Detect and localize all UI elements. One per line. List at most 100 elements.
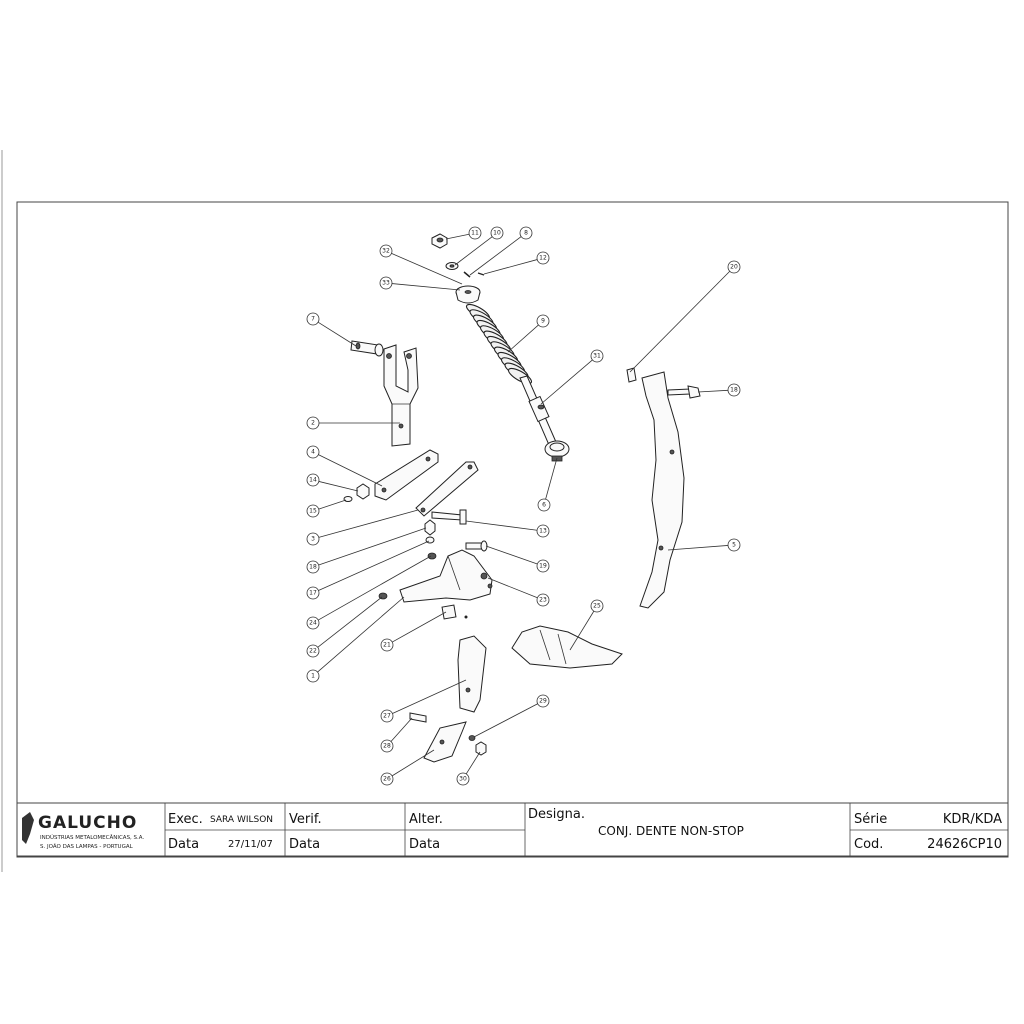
part-4-plate (374, 449, 439, 501)
balloon-circle (306, 644, 320, 658)
balloon-number: 6 (542, 502, 546, 509)
balloon-circle (380, 638, 394, 652)
balloon-circle (306, 504, 320, 518)
part-21-clip (441, 604, 468, 620)
part-25-share (511, 625, 623, 669)
balloon-circle (379, 276, 393, 290)
part-11-nut (431, 233, 448, 249)
leader-line (318, 527, 427, 566)
leader-line (545, 457, 558, 500)
balloon-circle (306, 586, 320, 600)
leader-line (318, 499, 347, 510)
exec-label: Exec. (168, 812, 203, 827)
balloon-circle (306, 473, 320, 487)
part-18-right-bolt (667, 385, 701, 399)
leader-line (469, 236, 522, 276)
balloon-circle (536, 694, 550, 708)
balloon-number: 20 (730, 264, 738, 271)
leader-line (317, 596, 405, 673)
part-9-spring (465, 303, 533, 385)
leader-line (390, 717, 413, 742)
balloon-number: 10 (493, 230, 501, 237)
leader-line (318, 509, 419, 538)
balloon-number: 14 (309, 477, 317, 484)
leader-line (569, 610, 595, 651)
part-8-pin (463, 271, 471, 278)
part-14-nut (356, 483, 370, 500)
leader-line (445, 233, 470, 240)
part-27-point (457, 635, 487, 713)
balloon-number: 29 (539, 698, 547, 705)
exec-data-value: 27/11/07 (228, 839, 273, 850)
leader-line (317, 321, 357, 347)
balloon-circle (727, 538, 741, 552)
serie-label: Série (854, 812, 887, 827)
part-3-plate (415, 461, 479, 517)
balloon-circle (727, 260, 741, 274)
part-5-tine (639, 371, 685, 609)
leader-line (391, 253, 463, 285)
balloon-number: 30 (459, 776, 467, 783)
balloon-circle (490, 226, 504, 240)
part-18-nut (424, 519, 436, 536)
balloon-number: 5 (732, 542, 736, 549)
balloon-number: 17 (309, 590, 317, 597)
balloon-circle (306, 532, 320, 546)
part-12-pin (477, 272, 485, 276)
part-30-nut (475, 741, 487, 756)
leader-line (318, 540, 430, 591)
balloon-number: 18 (730, 387, 738, 394)
leader-line (391, 749, 435, 777)
balloon-circle (536, 251, 550, 265)
leader-line (540, 359, 593, 405)
leader-line (697, 389, 729, 393)
title-block: GALUCHO INDÚSTRIAS METALOMECÂNICAS, S.A.… (16, 802, 1009, 857)
balloon-circle (537, 498, 551, 512)
balloon-circle (536, 524, 550, 538)
part-20-clip (626, 367, 637, 383)
balloon-number: 25 (593, 603, 601, 610)
balloon-circle (306, 416, 320, 430)
balloon-number: 11 (471, 230, 479, 237)
balloon-circle (380, 709, 394, 723)
exploded-assembly (343, 233, 701, 763)
balloon-circle (456, 772, 470, 786)
balloon-number: 9 (541, 318, 545, 325)
leader-line (318, 454, 383, 487)
balloon-circle (306, 669, 320, 683)
balloon-circle (306, 616, 320, 630)
balloon-circle (306, 445, 320, 459)
part-6-rod-end (544, 440, 570, 462)
leader-line (507, 324, 539, 353)
part-2-fork-bracket (383, 344, 419, 447)
alter-label: Alter. (409, 812, 443, 827)
balloon-number: 3 (311, 536, 315, 543)
balloon-number: 2 (311, 420, 315, 427)
part-19-bolt (465, 540, 488, 552)
part-10-washer (445, 262, 459, 270)
balloon-circle (519, 226, 533, 240)
part-15-washer (343, 496, 353, 502)
leader-line (465, 520, 538, 531)
verif-data-label: Data (289, 837, 320, 852)
balloon-circle (380, 772, 394, 786)
balloon-number: 22 (309, 648, 317, 655)
leader-line (317, 596, 383, 648)
balloon-circle (536, 314, 550, 328)
part-1-main-bracket (399, 549, 493, 603)
balloon-number: 28 (383, 743, 391, 750)
balloon-circle (727, 383, 741, 397)
leader-line (483, 259, 538, 275)
part-7-pin (350, 340, 384, 357)
balloon-number: 19 (539, 563, 547, 570)
balloon-number: 23 (539, 597, 547, 604)
designa-label: Designa. (528, 807, 585, 822)
balloon-number: 7 (311, 316, 315, 323)
balloon-number: 27 (383, 713, 391, 720)
logo-text: GALUCHO (38, 813, 137, 833)
leader-line (318, 481, 359, 492)
balloon-number: 31 (593, 353, 601, 360)
balloon-number: 12 (539, 255, 547, 262)
part-24-nut (427, 552, 437, 560)
